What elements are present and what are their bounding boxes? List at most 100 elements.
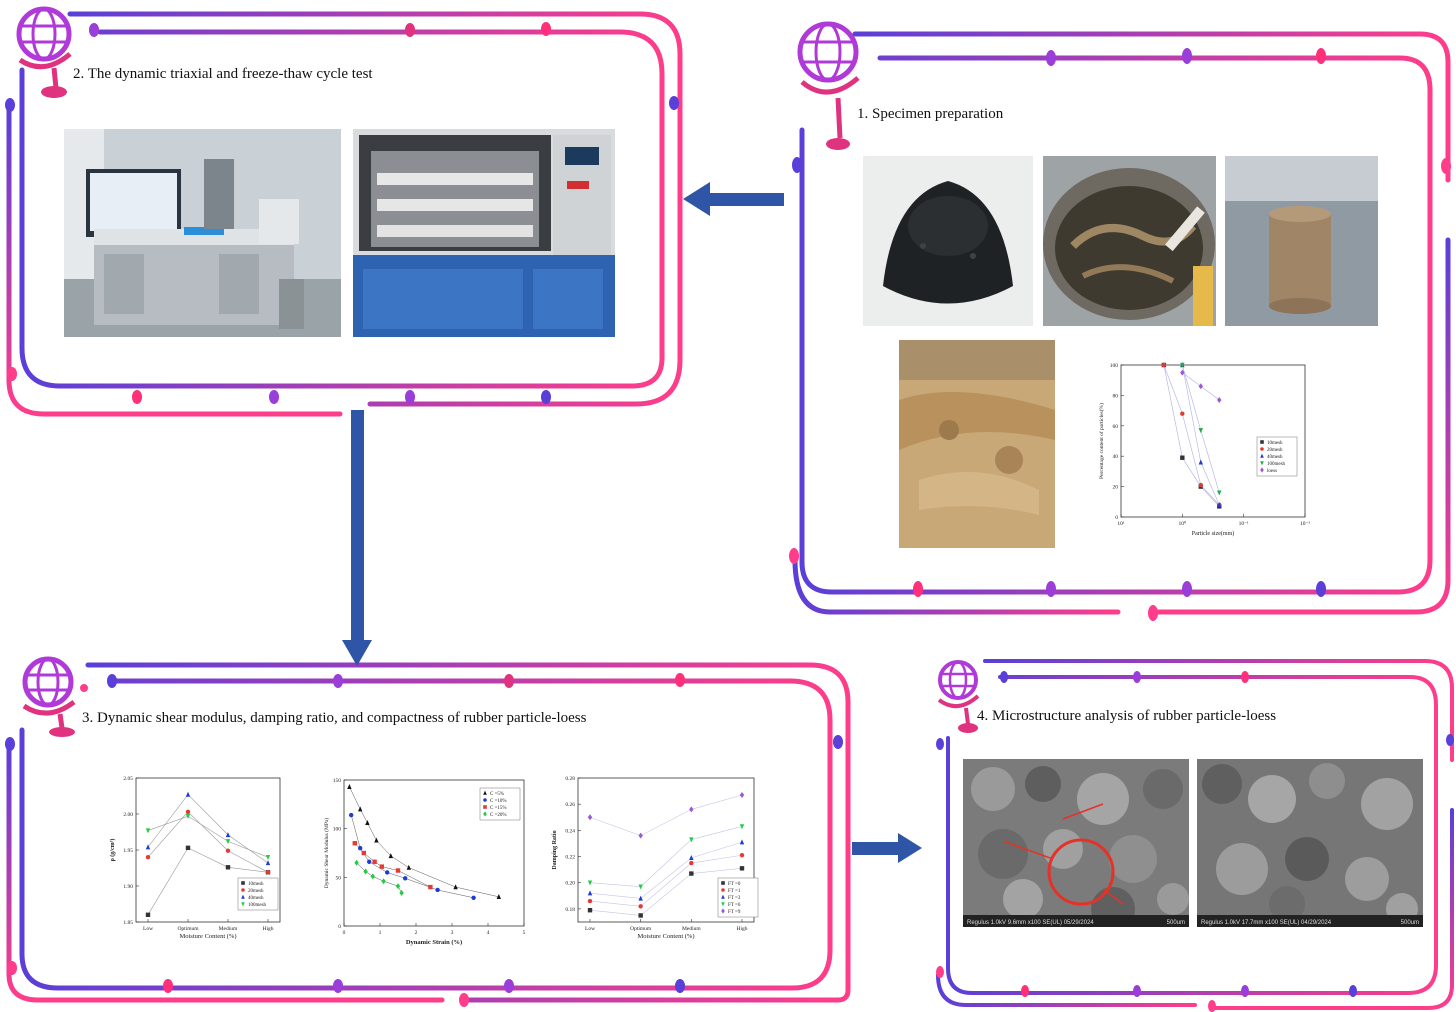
series-line (147, 815, 269, 858)
legend-label: 10mesh (1267, 441, 1283, 446)
x-tick-label: 4 (487, 930, 490, 936)
y-tick-label: 2.05 (123, 776, 133, 782)
y-axis-label: Dynamic Shear Modulus (MPa) (323, 818, 330, 889)
x-tick-label: Optimum (630, 926, 652, 932)
data-point (739, 824, 745, 830)
data-point (739, 866, 745, 871)
y-axis-label: Damping Ratio (552, 830, 558, 869)
x-axis-label: Particle size(mm) (1192, 530, 1234, 537)
data-point (225, 848, 231, 853)
data-point (406, 864, 411, 870)
data-point (587, 814, 593, 821)
data-point (367, 859, 372, 864)
plot-frame (577, 777, 755, 923)
data-point (399, 889, 404, 896)
data-point (1180, 362, 1185, 368)
legend-marker (1260, 440, 1264, 444)
data-point (185, 809, 191, 815)
x-tick-label: 10⁻² (1300, 521, 1310, 527)
data-point (739, 839, 745, 845)
panel-2-dots (5, 22, 679, 404)
data-point (372, 859, 377, 864)
y-tick-label: 0.28 (565, 776, 575, 782)
y-tick-label: 0.24 (565, 828, 575, 834)
legend-label: 100mesh (1267, 462, 1286, 467)
legend-marker (1260, 453, 1264, 458)
data-point (1217, 490, 1222, 496)
data-point (428, 884, 433, 890)
y-tick-label: 80 (1113, 393, 1119, 399)
data-point (1198, 482, 1203, 488)
legend-label: C =15% (490, 806, 507, 811)
sem-image-left: Regulus 1.0kV 9.6mm x100 SE(UL) 05/29/20… (963, 759, 1189, 927)
y-tick-label: 0.18 (565, 907, 575, 913)
x-tick-label: 2 (415, 930, 418, 936)
panel-2-title: 2. The dynamic triaxial and freeze-thaw … (73, 66, 373, 82)
legend-label: 40mesh (248, 896, 264, 901)
y-tick-label: 1.95 (123, 848, 133, 854)
series-line (589, 841, 743, 899)
y-tick-label: 60 (1113, 424, 1119, 430)
panel-4-frame (936, 659, 1454, 1010)
cylindrical-specimen-photo (1225, 156, 1378, 326)
data-point (185, 791, 191, 797)
data-point (587, 908, 593, 913)
arrow-panel3-to-panel4 (852, 833, 922, 863)
data-point (638, 913, 643, 918)
globe-icon (16, 6, 72, 98)
data-point (403, 876, 408, 881)
legend-marker (1260, 467, 1264, 473)
data-point (689, 837, 694, 843)
fit-curve (356, 862, 402, 894)
data-point (587, 880, 593, 886)
x-tick-label: 5 (523, 930, 526, 936)
legend-label: loess (1267, 469, 1277, 474)
data-point (354, 859, 359, 866)
data-point (225, 832, 231, 838)
y-tick-label: 100 (333, 827, 342, 833)
legend-label: 10mesh (248, 882, 264, 887)
x-tick-label: Low (585, 926, 595, 932)
y-tick-label: 40 (1113, 454, 1119, 460)
data-point (358, 806, 363, 812)
data-point (1217, 396, 1222, 403)
panel-2-frame (6, 11, 683, 417)
data-point (361, 850, 366, 856)
globe-icon (937, 660, 980, 733)
data-point (349, 812, 354, 818)
data-point (739, 792, 745, 799)
data-point (388, 853, 393, 859)
legend-marker (721, 888, 725, 892)
legend-marker (241, 888, 245, 892)
data-point (370, 873, 375, 880)
panel-1-title: 1. Specimen preparation (857, 106, 1004, 122)
data-point (185, 813, 191, 819)
mixing-bowl-photo (1043, 156, 1216, 326)
legend-label: 20mesh (248, 889, 264, 894)
data-point (225, 839, 231, 845)
y-tick-label: 1.85 (123, 920, 133, 926)
legend-label: FT =3 (728, 896, 741, 901)
series-line (589, 854, 743, 907)
data-point (145, 844, 151, 850)
panel-4-title: 4. Microstructure analysis of rubber par… (977, 708, 1277, 724)
legend-box (479, 787, 521, 821)
y-axis-label: ρ (g/cm³) (109, 839, 116, 862)
legend-label: 40mesh (1267, 455, 1283, 460)
y-tick-label: 2.00 (123, 812, 133, 818)
sem-image-right: Regulus 1.0kV 17.7mm x100 SE(UL) 04/29/2… (1197, 759, 1423, 927)
data-point (347, 784, 352, 790)
x-tick-label: 0 (343, 930, 346, 936)
series-line (589, 868, 743, 916)
loess-soil-photo (899, 340, 1055, 548)
sem-right-footer: Regulus 1.0kV 17.7mm x100 SE(UL) 04/29/2… (1201, 920, 1332, 926)
y-tick-label: 20 (1113, 485, 1119, 491)
globe-icon (797, 21, 860, 150)
x-tick-label: Medium (682, 926, 701, 932)
x-tick-label: 10¹ (1117, 521, 1125, 527)
x-tick-label: Medium (219, 926, 238, 932)
data-point (638, 895, 643, 901)
